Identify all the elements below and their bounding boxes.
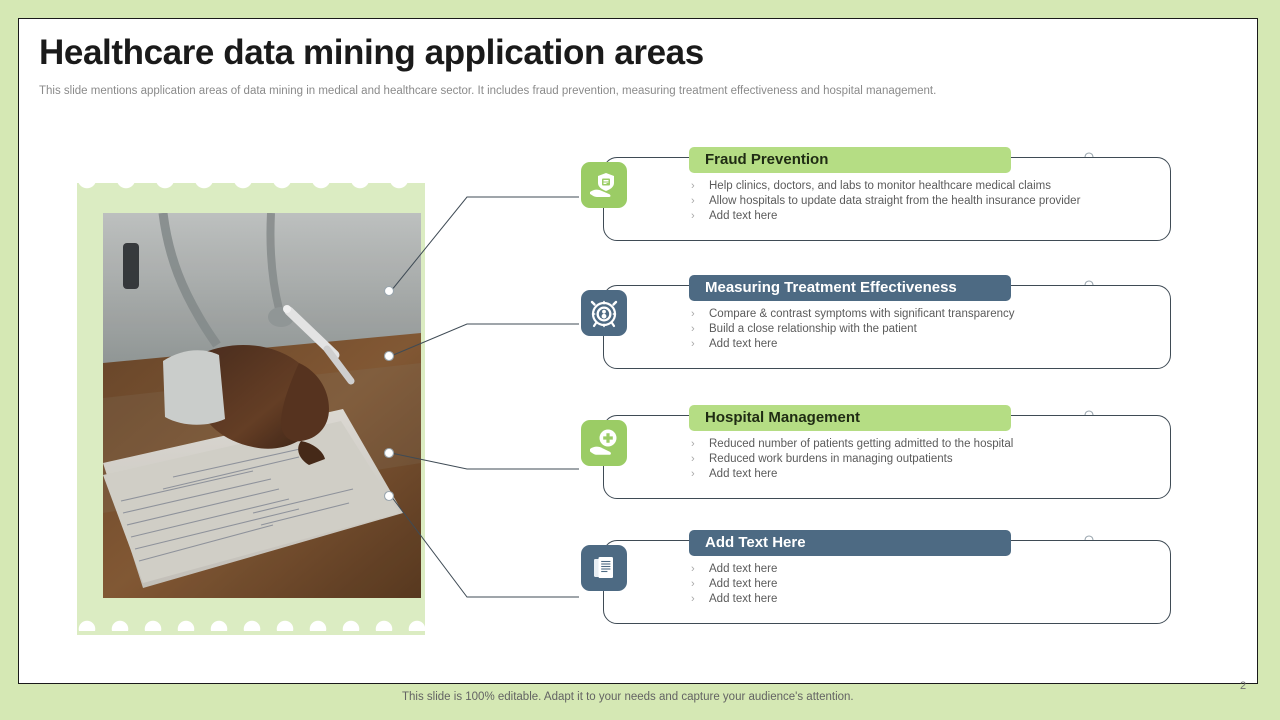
hand-shield-icon[interactable] — [581, 162, 627, 208]
bullet-text: Reduced number of patients getting admit… — [709, 438, 1014, 450]
alarm-clock-gear-icon[interactable] — [581, 290, 627, 336]
slide-canvas: Healthcare data mining application areas… — [18, 18, 1258, 684]
row-bullets: › Help clinics, doctors, and labs to mon… — [691, 179, 1080, 224]
slide-number: 2 — [1240, 680, 1247, 692]
bullet-text: Allow hospitals to update data straight … — [709, 195, 1081, 207]
torn-edge-bottom — [77, 615, 425, 631]
row-bullets: › Reduced number of patients getting adm… — [691, 437, 1013, 482]
row-fraud-prevention[interactable]: Fraud Prevention › Help clinics, doctors… — [581, 147, 1171, 243]
bullet-item: › Reduced number of patients getting adm… — [691, 437, 1013, 452]
bullet-marker: › — [691, 210, 695, 222]
torn-edge-top — [77, 177, 425, 195]
bullet-text: Add text here — [709, 593, 778, 605]
bullet-text: Compare & contrast symptoms with signifi… — [709, 308, 1015, 320]
row-title: Hospital Management — [689, 405, 1011, 431]
bullet-item: › Reduced work burdens in managing outpa… — [691, 452, 1013, 467]
bullet-text: Add text here — [709, 563, 778, 575]
page-title: Healthcare data mining application areas — [39, 33, 704, 72]
bullet-marker: › — [691, 578, 695, 590]
page-subtitle: This slide mentions application areas of… — [39, 85, 937, 97]
bullet-item: › Add text here — [691, 467, 1013, 482]
row-add-text-here[interactable]: Add Text Here › Add text here › Add text… — [581, 530, 1171, 626]
bullet-marker: › — [691, 195, 695, 207]
row-bullets: › Add text here › Add text here › Add te… — [691, 562, 777, 607]
bullet-text: Reduced work burdens in managing outpati… — [709, 453, 953, 465]
bullet-marker: › — [691, 180, 695, 192]
bullet-text: Help clinics, doctors, and labs to monit… — [709, 180, 1051, 192]
bullet-item: › Add text here — [691, 592, 777, 607]
row-title: Measuring Treatment Effectiveness — [689, 275, 1011, 301]
bullet-text: Add text here — [709, 210, 778, 222]
bullet-item: › Build a close relationship with the pa… — [691, 322, 1015, 337]
documents-icon[interactable] — [581, 545, 627, 591]
bullet-item: › Add text here — [691, 337, 1015, 352]
bullet-text: Add text here — [709, 338, 778, 350]
bullet-text: Add text here — [709, 468, 778, 480]
bullet-marker: › — [691, 438, 695, 450]
row-title: Fraud Prevention — [689, 147, 1011, 173]
bullet-marker: › — [691, 468, 695, 480]
bullet-text: Add text here — [709, 578, 778, 590]
footer-note: This slide is 100% editable. Adapt it to… — [402, 691, 854, 703]
doctor-writing-photo — [103, 213, 421, 598]
bullet-marker: › — [691, 453, 695, 465]
bullet-item: › Help clinics, doctors, and labs to mon… — [691, 179, 1080, 194]
footer-bar: This slide is 100% editable. Adapt it to… — [18, 680, 1258, 720]
bullet-item: › Add text here — [691, 209, 1080, 224]
hand-medical-cross-icon[interactable] — [581, 420, 627, 466]
bullet-marker: › — [691, 338, 695, 350]
row-bullets: › Compare & contrast symptoms with signi… — [691, 307, 1015, 352]
bullet-item: › Add text here — [691, 562, 777, 577]
bullet-marker: › — [691, 323, 695, 335]
row-title: Add Text Here — [689, 530, 1011, 556]
bullet-item: › Compare & contrast symptoms with signi… — [691, 307, 1015, 322]
bullet-marker: › — [691, 563, 695, 575]
bullet-item: › Add text here — [691, 577, 777, 592]
row-measuring-treatment-effectiveness[interactable]: Measuring Treatment Effectiveness › Comp… — [581, 275, 1171, 371]
bullet-text: Build a close relationship with the pati… — [709, 323, 917, 335]
bullet-item: › Allow hospitals to update data straigh… — [691, 194, 1080, 209]
row-hospital-management[interactable]: Hospital Management › Reduced number of … — [581, 405, 1171, 501]
bullet-marker: › — [691, 593, 695, 605]
bullet-marker: › — [691, 308, 695, 320]
photo-frame — [65, 165, 425, 635]
